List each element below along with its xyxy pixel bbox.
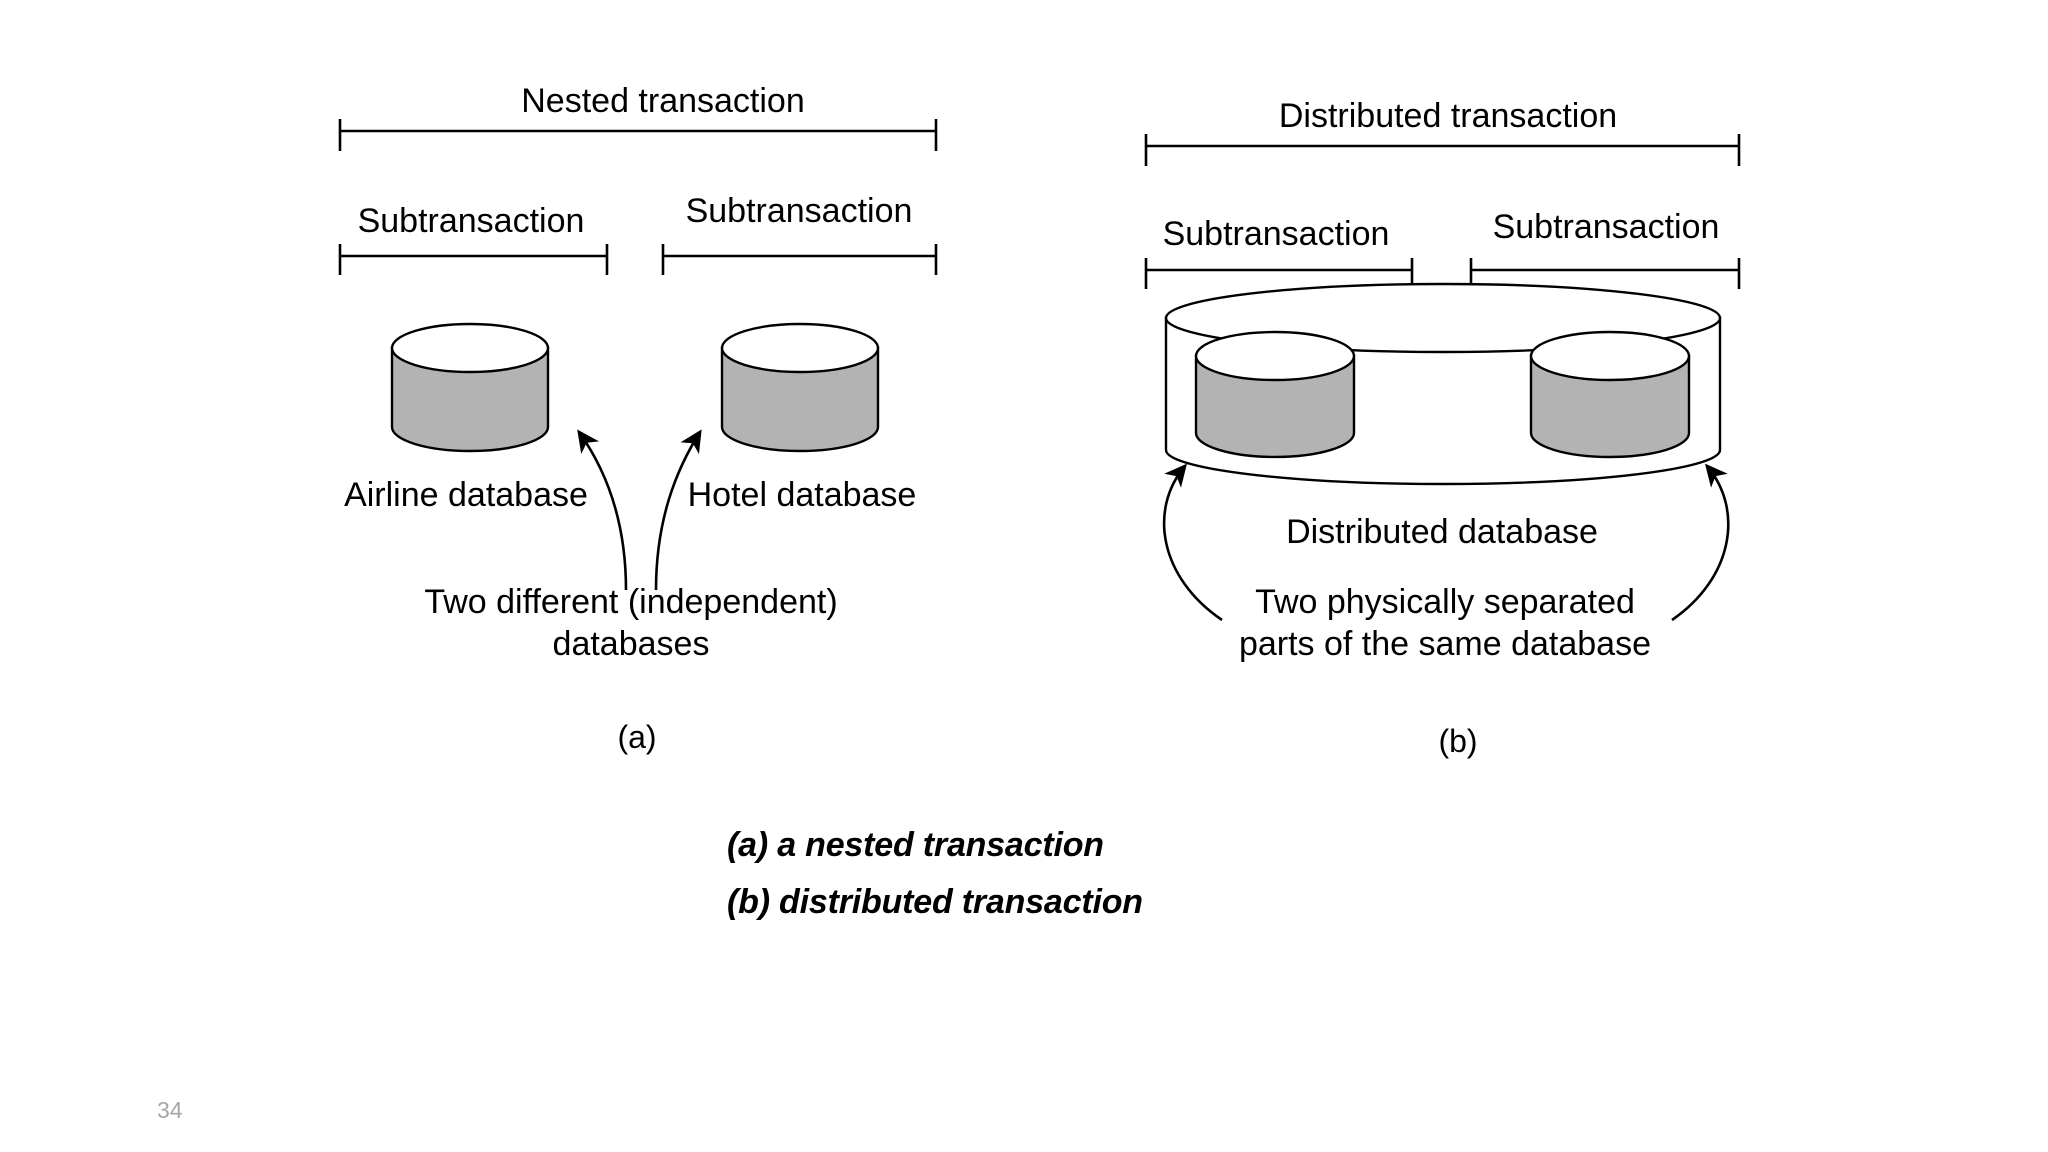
panel-b-note-line1: Two physically separated <box>1255 583 1635 621</box>
airline-database-label: Airline database <box>344 476 588 514</box>
panel-a-subtransaction-left-label: Subtransaction <box>358 202 585 240</box>
panel-a-subtransaction-right-bracket <box>661 244 938 275</box>
distributed-db-part-left-cylinder <box>1194 330 1356 459</box>
caption-line-a: (a) a nested transaction <box>727 826 1104 864</box>
distributed-db-part-right-cylinder <box>1529 330 1691 459</box>
airline-database-cylinder <box>390 322 550 453</box>
panel-b-subtransaction-left-label: Subtransaction <box>1163 215 1390 253</box>
arrow-to-right-db-part <box>1671 463 1730 622</box>
page-number: 34 <box>157 1097 183 1123</box>
arrow-to-hotel-db <box>654 429 702 591</box>
panel-a-subtransaction-left-bracket <box>338 244 609 275</box>
panel-a-note-line1: Two different (independent) <box>424 583 837 621</box>
panel-a-note-line2: databases <box>553 625 710 663</box>
arrow-to-airline-db <box>577 429 628 591</box>
panel-b-subtransaction-right-label: Subtransaction <box>1493 208 1720 246</box>
panel-a-subtransaction-right-label: Subtransaction <box>686 192 913 230</box>
panel-a-main-bracket <box>338 119 938 151</box>
hotel-database-cylinder <box>720 322 880 453</box>
panel-a-title: Nested transaction <box>521 82 805 120</box>
panel-a-letter: (a) <box>617 719 656 755</box>
panel-b-title: Distributed transaction <box>1279 97 1617 135</box>
distributed-database-label: Distributed database <box>1286 513 1598 551</box>
hotel-database-label: Hotel database <box>688 476 917 514</box>
caption-line-b: (b) distributed transaction <box>727 883 1143 921</box>
panel-b-main-bracket <box>1144 134 1741 166</box>
panel-b-note-line2: parts of the same database <box>1239 625 1651 663</box>
arrow-to-left-db-part <box>1162 463 1223 622</box>
panel-b-letter: (b) <box>1438 723 1477 759</box>
